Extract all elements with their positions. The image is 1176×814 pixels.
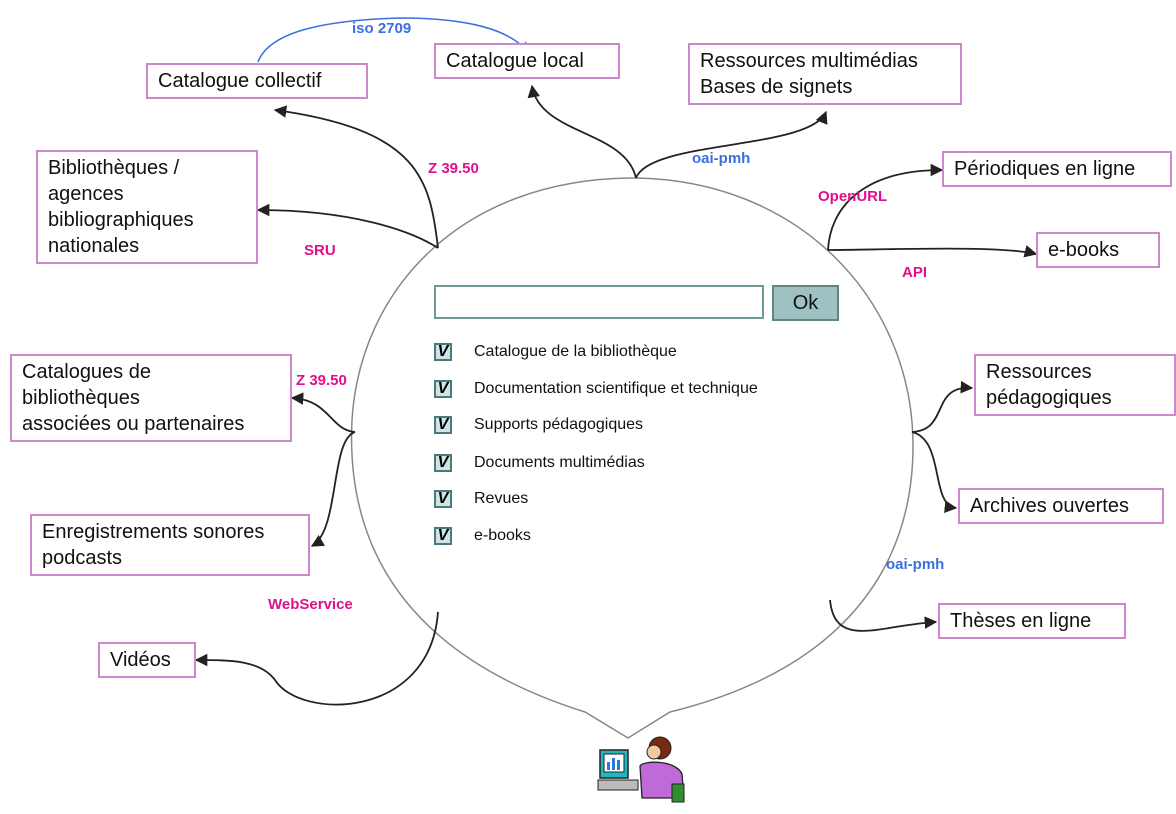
option-revues[interactable]: V Revues [434,490,528,508]
protocol-z3950-left: Z 39.50 [296,372,347,389]
box-catalogues-associees: Catalogues de bibliothèques associées ou… [10,354,292,442]
box-enregistrements: Enregistrements sonores podcasts [30,514,310,576]
box-line: podcasts [42,547,123,569]
box-theses: Thèses en ligne [938,603,1126,639]
box-periodiques: Périodiques en ligne [942,151,1172,187]
link-ressources [635,110,828,179]
option-supports-pedagogiques[interactable]: V Supports pédagogiques [434,416,643,434]
option-label: e-books [474,527,531,544]
link-ressources-ped [911,380,974,433]
box-line: Ressources [986,361,1092,383]
box-line: Catalogues de [22,361,151,383]
option-label: Catalogue de la bibliothèque [474,343,677,360]
option-label: Documents multimédias [474,454,645,471]
protocol-webservice: WebService [268,596,353,613]
checkbox[interactable]: V [434,527,452,545]
protocol-api: API [902,264,928,281]
box-line: Ressources multimédias [700,50,918,72]
box-line: Bases de signets [700,76,853,98]
link-theses [829,599,938,632]
protocol-sru: SRU [304,242,336,259]
box-archives-ouvertes: Archives ouvertes [958,488,1164,524]
protocol-z3950-top: Z 39.50 [428,160,479,177]
checkbox[interactable]: V [434,343,452,361]
checkbox[interactable]: V [434,380,452,398]
checkbox[interactable]: V [434,416,452,434]
box-bibliotheques-agences: Bibliothèques / agences bibliographiques… [36,150,258,264]
box-line: Enregistrements sonores [42,521,265,543]
box-catalogue-collectif: Catalogue collectif [146,63,368,99]
box-ressources-multimedias: Ressources multimédias Bases de signets [688,43,962,105]
user-computer-icon [597,736,685,803]
option-label: Supports pédagogiques [474,416,644,433]
box-catalogue-local: Catalogue local [434,43,620,79]
box-line: Bibliothèques / [48,157,180,179]
link-archives [911,431,958,513]
link-periodiques [827,163,944,251]
link-catalogue-collectif [273,105,439,249]
option-documentation-scientifique[interactable]: V Documentation scientifique et techniqu… [434,380,758,398]
box-line: bibliographiques [48,209,194,231]
link-ebooks [827,245,1038,258]
ok-button[interactable]: Ok [772,285,839,321]
option-ebooks[interactable]: V e-books [434,527,531,545]
box-ressources-pedagogiques: Ressources pédagogiques [974,354,1176,416]
checkbox[interactable]: V [434,454,452,472]
link-bibliotheques [256,203,439,249]
option-label: Documentation scientifique et technique [474,380,758,397]
box-ebooks: e-books [1036,232,1160,268]
link-catalogues-associees [290,392,356,433]
box-videos: Vidéos [98,642,196,678]
option-catalogue-bibliotheque[interactable]: V Catalogue de la bibliothèque [434,343,677,361]
link-enregistrements [310,431,356,547]
protocol-oai-pmh-top: oai-pmh [692,150,751,167]
link-catalogue-local [527,84,637,179]
iso-link [257,17,529,63]
box-line: associées ou partenaires [22,413,245,435]
box-line: pédagogiques [986,387,1112,409]
option-documents-multimedias[interactable]: V Documents multimédias [434,454,645,472]
option-label: Revues [474,490,529,507]
box-line: bibliothèques [22,387,140,409]
checkbox[interactable]: V [434,490,452,508]
box-line: nationales [48,235,140,257]
box-line: agences [48,183,124,205]
protocol-oai-pmh-right: oai-pmh [886,556,945,573]
protocol-openurl: OpenURL [818,188,888,205]
search-input[interactable] [434,285,764,319]
protocol-iso-2709: iso 2709 [352,20,412,37]
link-videos [194,611,439,706]
